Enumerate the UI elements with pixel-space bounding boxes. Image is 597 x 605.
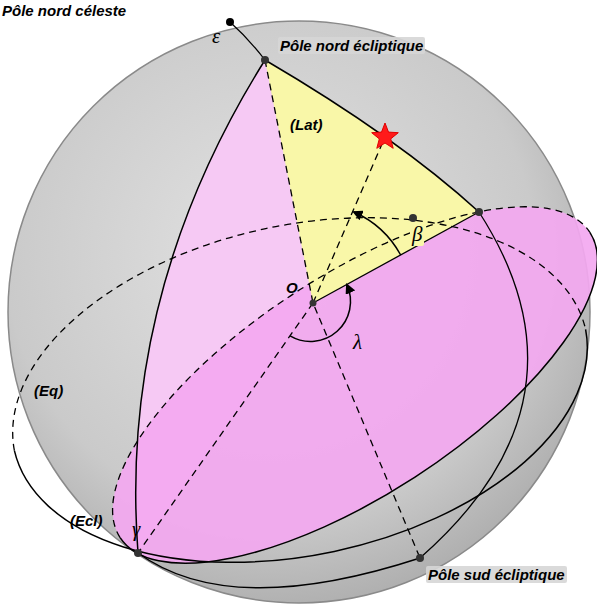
ecliptic-pole-dot [261, 56, 269, 64]
angle-symbol: β [410, 222, 424, 246]
celestial-pole-dot [226, 18, 234, 26]
center-dot [310, 300, 317, 307]
star-direction [313, 137, 385, 303]
plane-label: (Eq) [34, 382, 63, 399]
angle-symbol: ε [212, 24, 220, 48]
plane-label: (Lat) [290, 116, 323, 133]
equator-front [14, 329, 587, 562]
meridian-star-lower [420, 212, 528, 558]
ecliptic-back [113, 207, 590, 538]
angle-symbol: λ [353, 330, 362, 354]
vernal-point-dot [134, 549, 142, 557]
obliquity-arc [230, 22, 265, 60]
pole-label: Pôle sud écliptique [426, 566, 567, 583]
star-symbol [372, 123, 399, 148]
equator-dot [409, 214, 417, 222]
latitude-sector [265, 60, 479, 303]
pole-label: Pôle nord céleste [2, 2, 126, 19]
ecliptic-foot-dot [475, 208, 483, 216]
ecliptic-front [120, 232, 597, 563]
equator-back [13, 218, 586, 451]
pole-label: Pôle nord écliptique [278, 37, 425, 54]
meridian-gamma [136, 60, 420, 588]
south-pole-dot [416, 554, 424, 562]
vernal-direction [138, 303, 313, 553]
center-label: O [286, 279, 298, 296]
longitude-direction [313, 212, 479, 303]
meridian-star [265, 60, 479, 212]
plane-label: (Ecl) [70, 512, 103, 529]
ecliptic-axis [265, 60, 420, 558]
beta-arc [354, 212, 401, 255]
point-symbol: γ [132, 517, 140, 541]
lambda-arc [290, 285, 350, 341]
